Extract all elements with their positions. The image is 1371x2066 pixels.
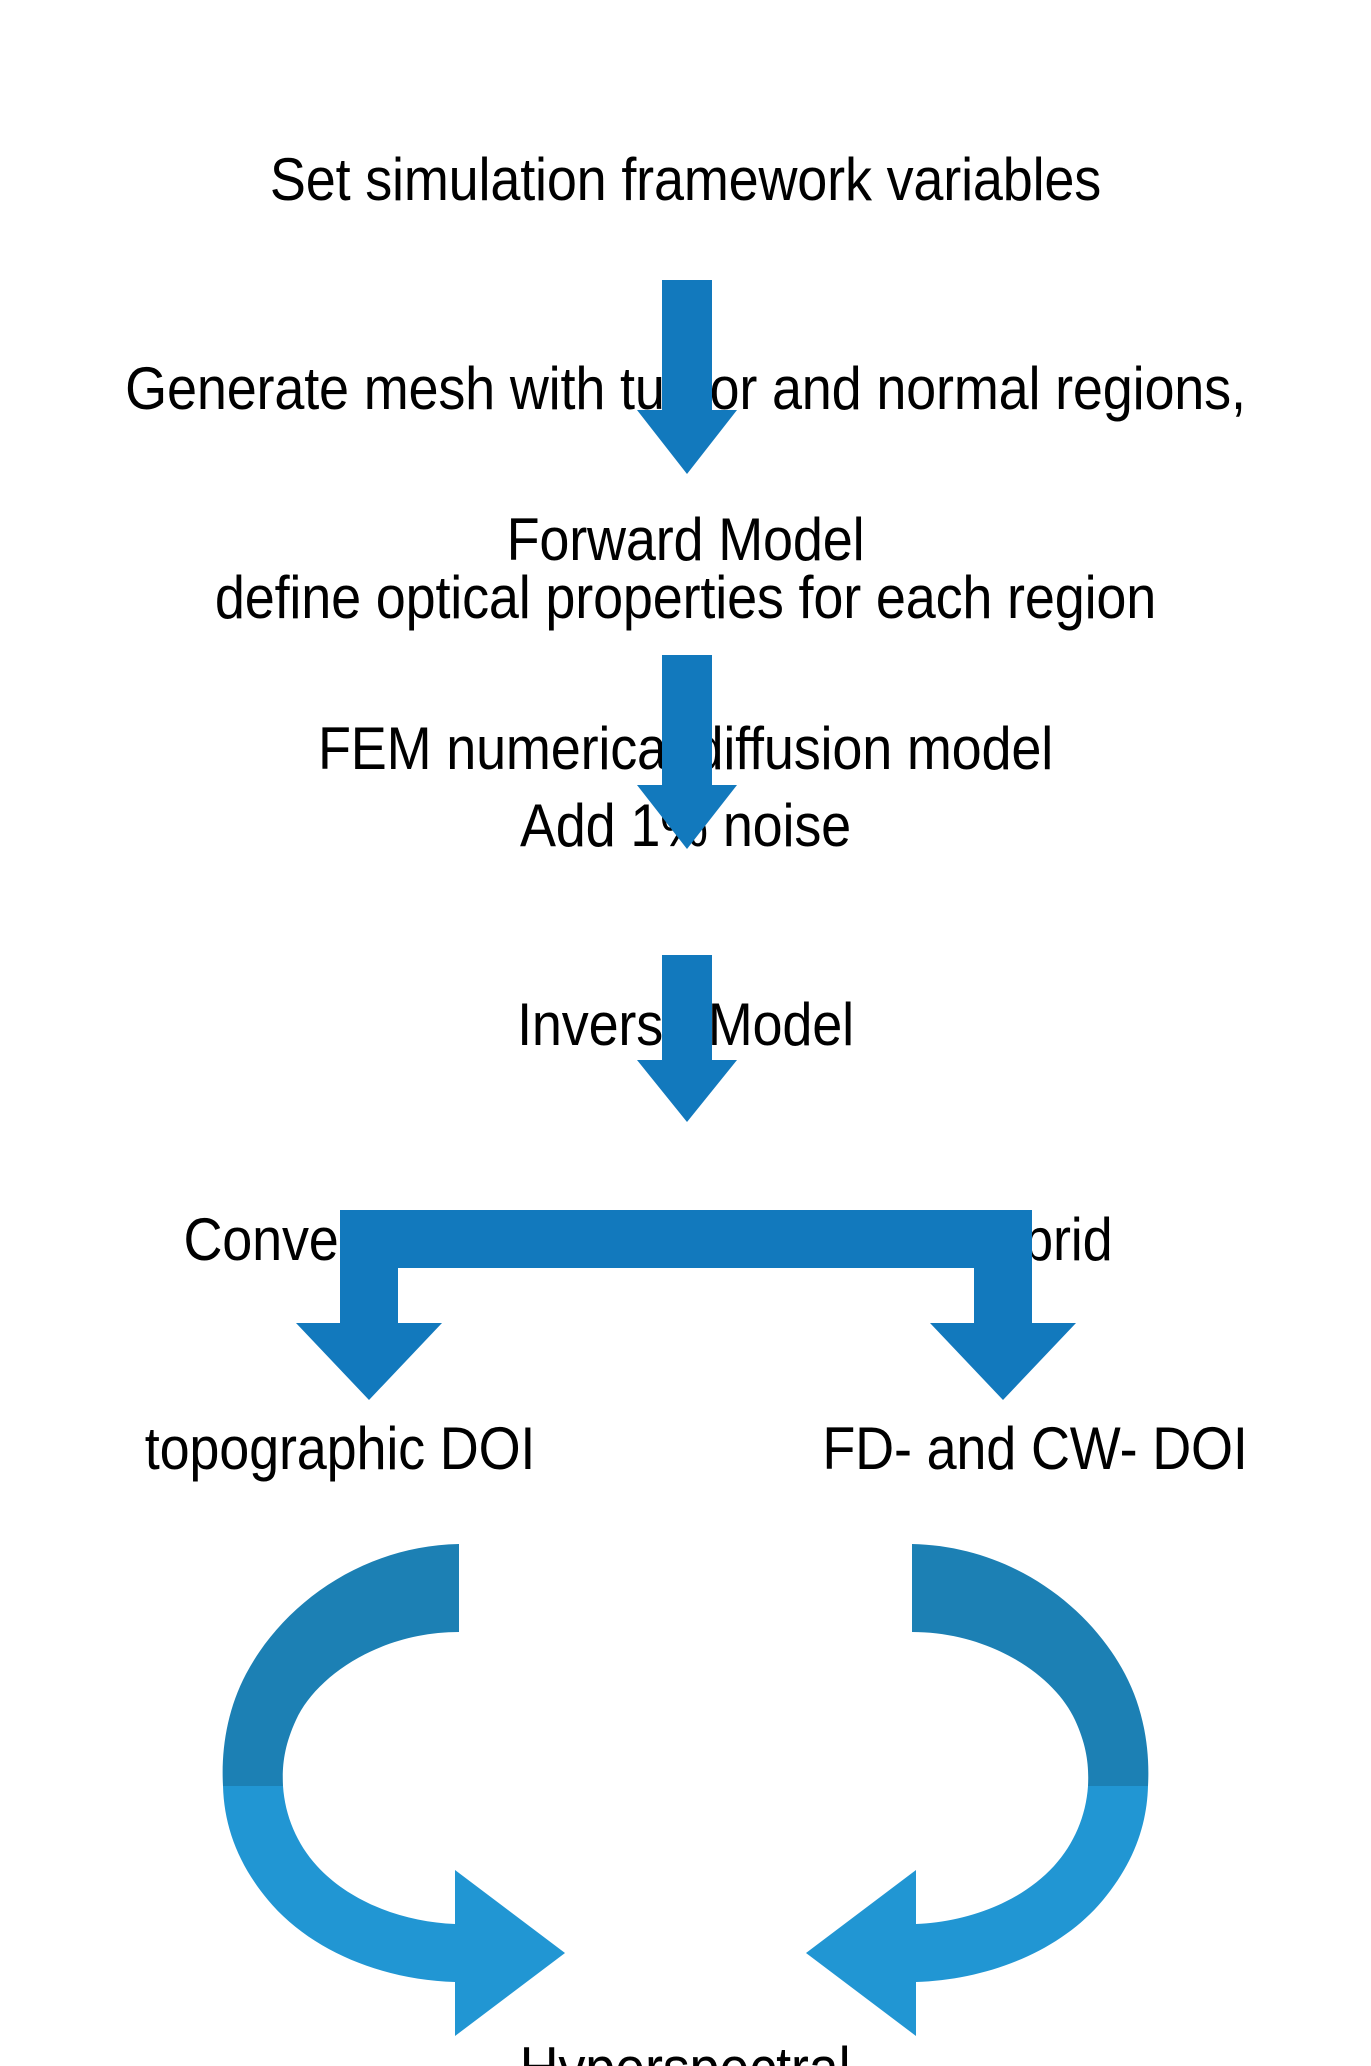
node-forward-model-line-1: Forward Model — [506, 506, 865, 574]
node-conventional-doi-line-1: Conventional — [183, 1206, 497, 1274]
node-conventional-doi: Conventional topographic DOI — [40, 1066, 640, 1623]
node-setup-line-3: define optical properties for each regio… — [214, 563, 1157, 631]
node-hyperspectral-absorption: Hyperspectral absorption — [335, 1895, 1035, 2066]
node-hybrid-doi: Hybrid FD- and CW- DOI — [735, 1066, 1335, 1623]
node-hybrid-doi-line-2: FD- and CW- DOI — [822, 1414, 1248, 1482]
node-setup-line-1: Set simulation framework variables — [269, 146, 1102, 214]
node-inverse-model-line-1: Inverse Model — [517, 991, 854, 1059]
node-conventional-doi-line-2: topographic DOI — [144, 1414, 536, 1482]
node-hybrid-doi-line-1: Hybrid — [957, 1206, 1113, 1274]
node-hyperspectral-absorption-line-1: Hyperspectral — [370, 2034, 1000, 2066]
